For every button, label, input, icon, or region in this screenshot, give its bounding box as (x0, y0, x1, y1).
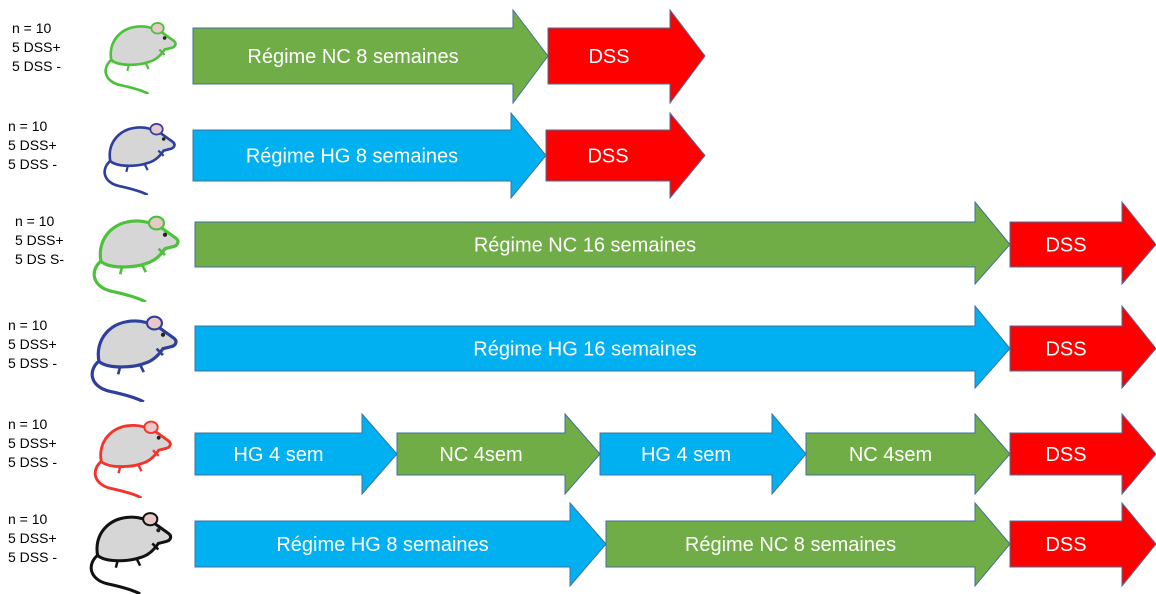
group-dss-negative: 5 DSS - (8, 454, 58, 470)
group-dss-negative: 5 DSS - (12, 58, 62, 74)
mouse-green-icon (104, 22, 177, 94)
nc-phase-label: NC 4sem (849, 444, 932, 466)
nc-phase-label: NC 4sem (439, 444, 522, 466)
nc-phase-arrow (194, 200, 1011, 286)
group-label-row1: n = 10 5 DSS+ 5 DSS - (12, 19, 61, 76)
dss-phase-arrow (1009, 304, 1156, 390)
group-dss-positive: 5 DSS+ (15, 232, 64, 248)
hg-phase-label: Régime HG 8 semaines (276, 534, 488, 556)
mouse-blue-icon (103, 123, 176, 195)
hg-phase-arrow (192, 111, 547, 200)
protocol-row-3: Régime NC 16 semaines DSS (194, 200, 1156, 286)
nc-phase-label: Régime NC 8 semaines (247, 46, 458, 68)
dss-phase-arrow (1009, 200, 1156, 286)
dss-phase-label: DSS (587, 146, 628, 168)
dss-phase-arrow (1009, 501, 1156, 588)
group-dss-positive: 5 DSS+ (12, 39, 61, 55)
dss-phase-label: DSS (1045, 534, 1086, 556)
hg-phase-label: HG 4 sem (641, 444, 731, 466)
group-count: n = 10 (8, 416, 48, 432)
nc-phase-label: Régime NC 8 semaines (685, 534, 896, 556)
group-label-row3: n = 10 5 DSS+ 5 DS S- (15, 212, 64, 269)
dss-phase-arrow (1009, 412, 1156, 496)
dss-phase-arrow (547, 8, 706, 105)
group-dss-positive: 5 DSS+ (8, 336, 57, 352)
protocol-row-1: Régime NC 8 semaines DSS (192, 8, 706, 105)
nc-phase-arrow (605, 501, 1011, 588)
dss-phase-label: DSS (1045, 235, 1086, 257)
group-dss-negative: 5 DSS - (8, 355, 58, 371)
mouse-black-icon (89, 512, 173, 594)
hg-phase-label: HG 4 sem (233, 444, 323, 466)
dss-phase-label: DSS (1045, 444, 1086, 466)
group-count: n = 10 (12, 20, 52, 36)
nc-phase-arrow (192, 8, 549, 105)
nc-phase-label: Régime NC 16 semaines (474, 235, 696, 257)
group-count: n = 10 (8, 118, 48, 134)
protocol-row-2: Régime HG 8 semaines DSS (192, 111, 706, 200)
protocol-row-4: Régime HG 16 semaines DSS (194, 304, 1156, 390)
hg-phase-label: Régime HG 16 semaines (473, 339, 696, 361)
group-dss-negative: 5 DSS - (8, 156, 58, 172)
group-count: n = 10 (8, 317, 48, 333)
nc-phase-arrow (805, 412, 1011, 496)
group-count: n = 10 (8, 511, 48, 527)
nc-phase-arrow (396, 412, 601, 496)
group-label-row5: n = 10 5 DSS+ 5 DSS - (8, 415, 57, 472)
protocol-row-6: Régime HG 8 semaines Régime NC 8 semaines… (194, 501, 1156, 588)
hg-phase-arrow (194, 304, 1011, 390)
group-dss-negative: 5 DSS - (8, 549, 58, 565)
group-dss-negative: 5 DS S- (15, 251, 65, 267)
mouse-red-icon (93, 420, 172, 498)
mouse-blue-icon (90, 315, 178, 402)
group-dss-positive: 5 DSS+ (8, 435, 57, 451)
dss-phase-label: DSS (588, 46, 629, 68)
protocol-row-5: HG 4 sem NC 4sem HG 4 sem NC 4sem DSS (194, 412, 1156, 496)
group-dss-positive: 5 DSS+ (8, 530, 57, 546)
hg-phase-label: Régime HG 8 semaines (246, 146, 458, 168)
group-label-row2: n = 10 5 DSS+ 5 DSS - (8, 117, 57, 174)
dss-phase-label: DSS (1045, 339, 1086, 361)
hg-phase-arrow (194, 412, 398, 496)
group-dss-positive: 5 DSS+ (8, 137, 57, 153)
dss-phase-arrow (545, 111, 706, 200)
group-label-row4: n = 10 5 DSS+ 5 DSS - (8, 316, 57, 373)
group-label-row6: n = 10 5 DSS+ 5 DSS - (8, 510, 57, 567)
group-count: n = 10 (15, 213, 55, 229)
hg-phase-arrow (194, 501, 607, 588)
hg-phase-arrow (599, 412, 807, 496)
mouse-green-icon (92, 215, 180, 302)
